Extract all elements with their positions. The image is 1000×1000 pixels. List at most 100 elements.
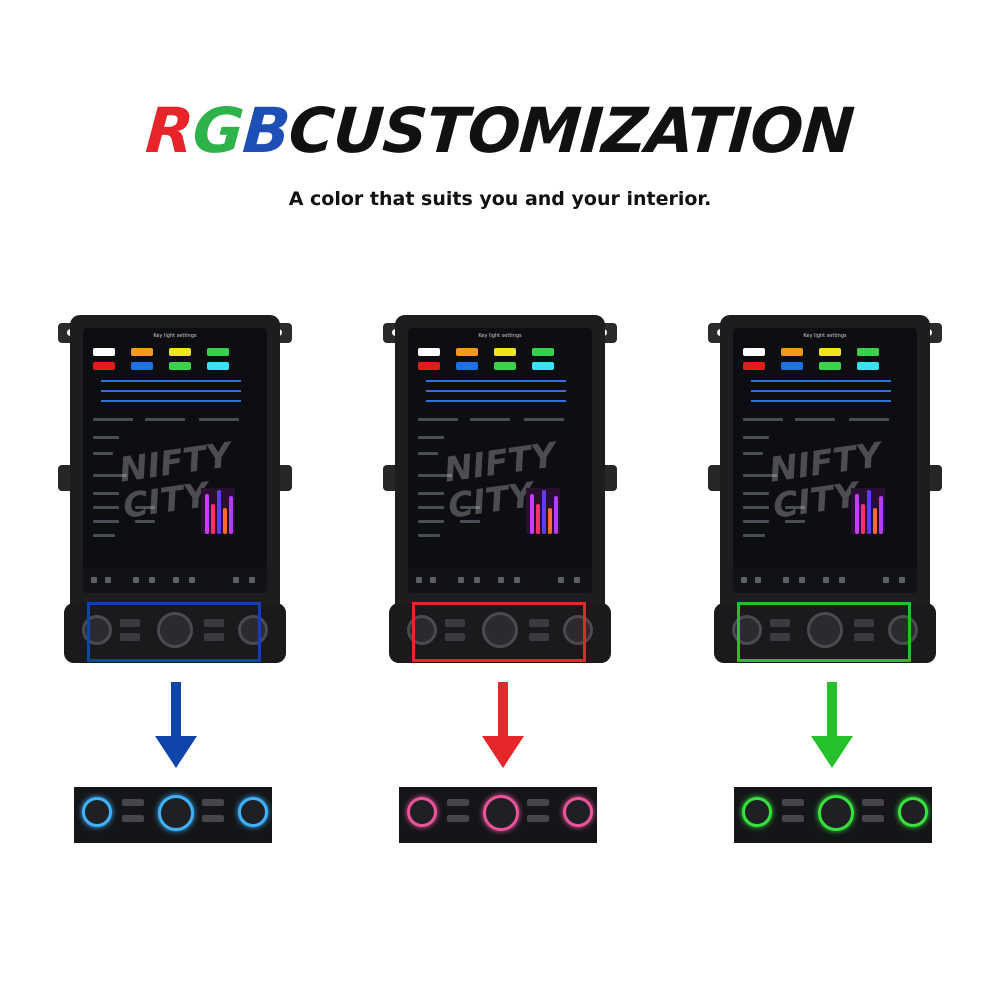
color-swatch[interactable] (418, 362, 440, 370)
dock-icon[interactable] (498, 577, 504, 583)
brightness-slider[interactable] (101, 390, 241, 392)
brightness-slider[interactable] (101, 380, 241, 382)
screen-text-line (785, 506, 805, 509)
art-bar (211, 504, 215, 534)
color-swatch[interactable] (456, 348, 478, 356)
color-swatch[interactable] (494, 362, 516, 370)
color-swatch[interactable] (456, 362, 478, 370)
slider-fill (751, 380, 891, 382)
screen-text-line (460, 520, 480, 523)
dock-icon[interactable] (458, 577, 464, 583)
color-swatch[interactable] (781, 348, 803, 356)
color-swatch[interactable] (819, 362, 841, 370)
art-bar (879, 496, 883, 534)
screen-text-line (135, 520, 155, 523)
dock-icon[interactable] (558, 577, 564, 583)
art-bar (554, 496, 558, 534)
climate-button[interactable] (770, 619, 790, 627)
color-swatch[interactable] (207, 348, 229, 356)
climate-knob-center[interactable] (807, 612, 843, 648)
dock-icon[interactable] (249, 577, 255, 583)
climate-knob-right[interactable] (563, 615, 593, 645)
screen-text-line (743, 520, 769, 523)
screen-text-line (470, 418, 510, 421)
color-swatch[interactable] (207, 362, 229, 370)
dock-icon[interactable] (430, 577, 436, 583)
dock-icon[interactable] (133, 577, 139, 583)
climate-knob-center[interactable] (482, 612, 518, 648)
color-swatch[interactable] (131, 362, 153, 370)
closeup-knob-right (238, 797, 268, 827)
climate-button[interactable] (529, 633, 549, 641)
album-art (851, 488, 885, 534)
color-swatch[interactable] (93, 362, 115, 370)
art-bar (530, 494, 534, 534)
dock-icon[interactable] (783, 577, 789, 583)
color-swatch[interactable] (743, 362, 765, 370)
brightness-slider[interactable] (101, 400, 241, 402)
color-swatch[interactable] (169, 362, 191, 370)
color-swatch[interactable] (857, 362, 879, 370)
dock-icon[interactable] (189, 577, 195, 583)
dock-icon[interactable] (574, 577, 580, 583)
color-swatch[interactable] (169, 348, 191, 356)
dock-icon[interactable] (233, 577, 239, 583)
color-swatch[interactable] (781, 362, 803, 370)
dock-icon[interactable] (105, 577, 111, 583)
climate-knob-center[interactable] (157, 612, 193, 648)
color-swatch[interactable] (743, 348, 765, 356)
dock-icon[interactable] (899, 577, 905, 583)
climate-button[interactable] (445, 619, 465, 627)
dock-icon[interactable] (755, 577, 761, 583)
dock-icon[interactable] (149, 577, 155, 583)
title-rest: CUSTOMIZATION (286, 94, 857, 167)
dock-icon[interactable] (883, 577, 889, 583)
climate-knob-right[interactable] (238, 615, 268, 645)
closeup-button (527, 815, 549, 822)
climate-knob-right[interactable] (888, 615, 918, 645)
color-swatch[interactable] (93, 348, 115, 356)
dock-icon[interactable] (823, 577, 829, 583)
dock-icon[interactable] (799, 577, 805, 583)
brightness-slider[interactable] (751, 400, 891, 402)
closeup-knob-center (158, 795, 194, 831)
brightness-slider[interactable] (426, 400, 566, 402)
highlight-box (87, 602, 261, 662)
dock-icon[interactable] (474, 577, 480, 583)
color-swatch[interactable] (494, 348, 516, 356)
climate-button[interactable] (854, 633, 874, 641)
dock-icon[interactable] (91, 577, 97, 583)
color-swatch[interactable] (418, 348, 440, 356)
closeup-knob-right (898, 797, 928, 827)
climate-button[interactable] (445, 633, 465, 641)
album-art (526, 488, 560, 534)
climate-button[interactable] (204, 619, 224, 627)
arrow-head (155, 736, 197, 768)
brightness-slider[interactable] (426, 380, 566, 382)
dock-icon[interactable] (173, 577, 179, 583)
climate-button[interactable] (120, 619, 140, 627)
dock-icon[interactable] (416, 577, 422, 583)
climate-button[interactable] (854, 619, 874, 627)
screen-text-line (418, 506, 444, 509)
brightness-slider[interactable] (426, 390, 566, 392)
art-bar (855, 494, 859, 534)
brightness-slider[interactable] (751, 380, 891, 382)
closeup-button (447, 799, 469, 806)
climate-button[interactable] (120, 633, 140, 641)
dock-icon[interactable] (514, 577, 520, 583)
climate-button[interactable] (770, 633, 790, 641)
climate-button[interactable] (204, 633, 224, 641)
color-swatch[interactable] (857, 348, 879, 356)
dock-icon[interactable] (839, 577, 845, 583)
color-swatch[interactable] (131, 348, 153, 356)
brightness-slider[interactable] (751, 390, 891, 392)
color-swatch[interactable] (532, 362, 554, 370)
color-swatch[interactable] (819, 348, 841, 356)
color-swatch[interactable] (532, 348, 554, 356)
dock-icon[interactable] (741, 577, 747, 583)
climate-button[interactable] (529, 619, 549, 627)
art-bar (536, 504, 540, 534)
